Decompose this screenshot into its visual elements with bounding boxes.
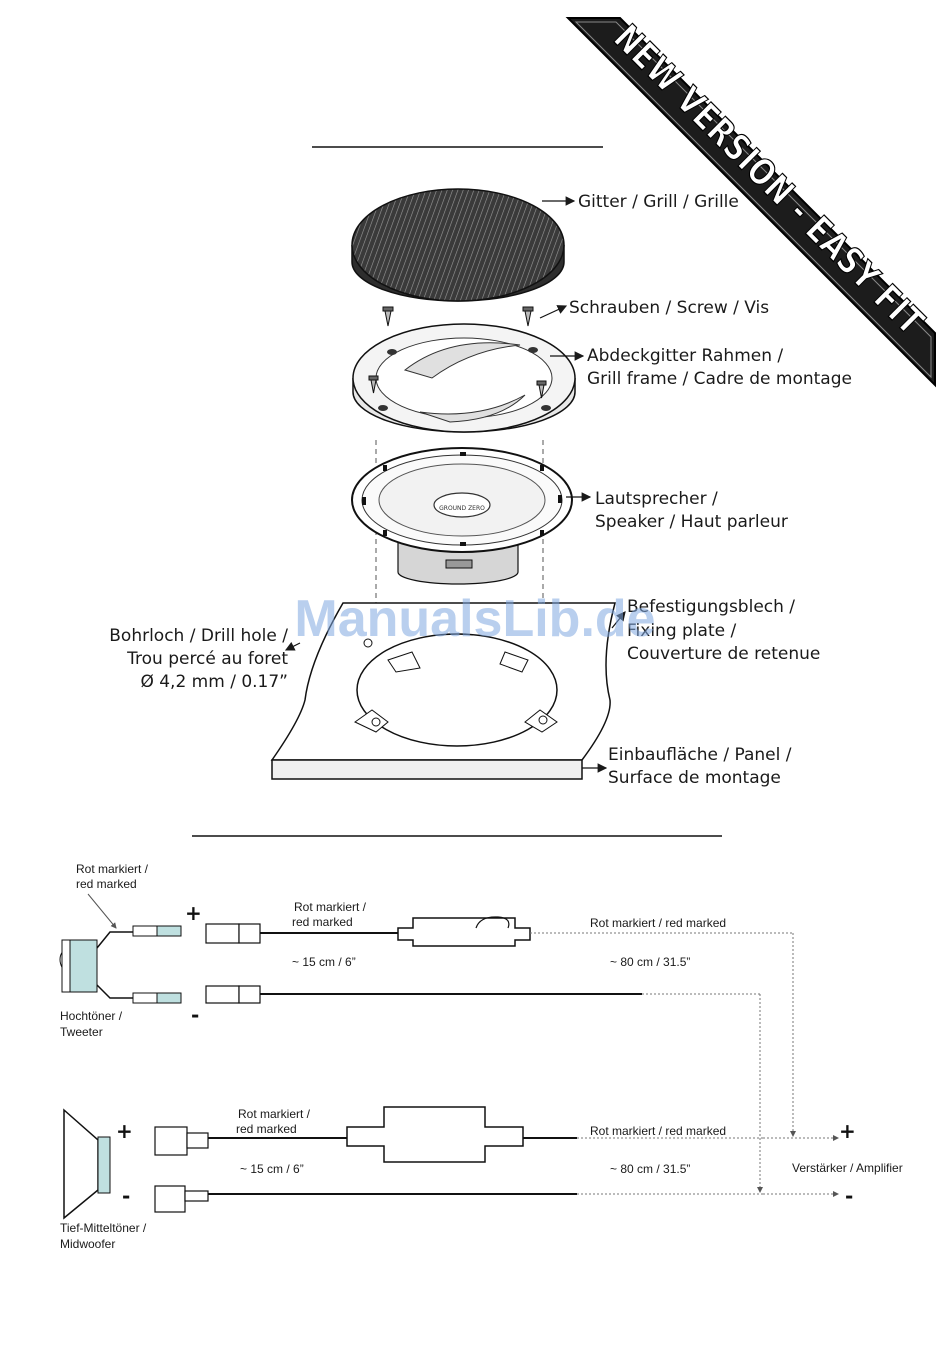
tweeter-minus-sign: -: [191, 1003, 199, 1027]
tweeter-speaker: [59, 939, 98, 993]
label-drill-line1: Bohrloch / Drill hole /: [109, 626, 288, 646]
speaker-brand-label: GROUND ZERO: [439, 505, 485, 512]
tweeter-minus-connector: [205, 985, 240, 1004]
screw-left: [382, 306, 394, 327]
label-plate-line1: Befestigungsblech /: [627, 597, 795, 617]
midwoofer-speaker: [63, 1108, 111, 1220]
midwoofer-long-mark: Rot markiert / red marked: [590, 1124, 726, 1138]
amplifier-minus-sign: -: [845, 1184, 853, 1208]
tweeter-plus-connector: [205, 923, 240, 944]
label-drill-line3: Ø 4,2 mm / 0.17”: [140, 672, 288, 692]
amplifier-routing: [757, 933, 839, 1197]
midwoofer-crossover: [346, 1106, 524, 1163]
frame-screw-left: [368, 375, 379, 394]
fixing-plate: [354, 633, 558, 747]
label-panel-line2: Surface de montage: [608, 768, 781, 788]
tweeter-minus-terminal: [132, 992, 158, 1004]
tweeter-name-line2: Tweeter: [60, 1025, 103, 1039]
midwoofer-minus-sign: -: [122, 1184, 130, 1208]
frame-screw-right: [536, 380, 547, 399]
label-screw: Schrauben / Screw / Vis: [569, 298, 769, 318]
tweeter-long-mark: Rot markiert / red marked: [590, 916, 726, 930]
amplifier-label: Verstärker / Amplifier: [792, 1161, 903, 1175]
tweeter-name-line1: Hochtöner /: [60, 1009, 123, 1023]
banner-text: NEW VERSION - EASY FIT: [606, 17, 932, 343]
tweeter-wiring: Rot markiert / red marked + - Rot markie…: [59, 862, 793, 1039]
screw-right: [522, 306, 534, 327]
midwoofer-length-long: ~ 80 cm / 31.5”: [610, 1162, 690, 1176]
label-frame-line2: Grill frame / Cadre de montage: [587, 369, 852, 389]
midwoofer-name-line2: Midwoofer: [60, 1237, 115, 1251]
speaker: GROUND ZERO: [351, 447, 573, 585]
midwoofer-wire-mark-line1: Rot markiert /: [238, 1107, 311, 1121]
tweeter-crossover: [397, 916, 531, 947]
tweeter-length-long: ~ 80 cm / 31.5”: [610, 955, 690, 969]
midwoofer-plus-sign: +: [116, 1119, 133, 1143]
midwoofer-minus-connector: [154, 1185, 186, 1213]
label-plate-line2: Fixing plate /: [627, 621, 736, 641]
label-grill: Gitter / Grill / Grille: [578, 192, 739, 212]
label-speaker-line2: Speaker / Haut parleur: [595, 512, 788, 532]
label-frame-line1: Abdeckgitter Rahmen /: [587, 346, 783, 366]
tweeter-mark-line1: Rot markiert /: [76, 862, 149, 876]
label-plate-line3: Couverture de retenue: [627, 644, 820, 664]
tweeter-wire-mark-line1: Rot markiert /: [294, 900, 367, 914]
tweeter-length-short: ~ 15 cm / 6”: [292, 955, 356, 969]
grill-frame: [352, 323, 576, 433]
tweeter-plus-sign: +: [185, 901, 202, 925]
midwoofer-length-short: ~ 15 cm / 6”: [240, 1162, 304, 1176]
tweeter-wire-mark-line2: red marked: [292, 915, 353, 929]
label-drill-line2: Trou percé au foret: [126, 649, 288, 669]
exploded-assembly: GROUND ZERO: [270, 188, 616, 780]
amplifier-plus-sign: +: [839, 1119, 856, 1143]
midwoofer-wire-mark-line2: red marked: [236, 1122, 297, 1136]
tweeter-mark-line2: red marked: [76, 877, 137, 891]
midwoofer-name-line1: Tief-Mitteltöner /: [60, 1221, 147, 1235]
label-panel-line1: Einbaufläche / Panel /: [608, 745, 792, 765]
midwoofer-wiring: + - Rot markiert / red marked ~ 15 cm / …: [60, 1106, 763, 1251]
assembly-callouts: Gitter / Grill / Grille Schrauben / Scre…: [109, 192, 852, 788]
alignment-lines: [375, 440, 544, 750]
grill: [351, 188, 565, 302]
tweeter-plus-terminal: [132, 925, 158, 937]
watermark: ManualsLib.de: [294, 590, 655, 648]
label-speaker-line1: Lautsprecher /: [595, 489, 718, 509]
midwoofer-plus-connector: [154, 1126, 188, 1156]
